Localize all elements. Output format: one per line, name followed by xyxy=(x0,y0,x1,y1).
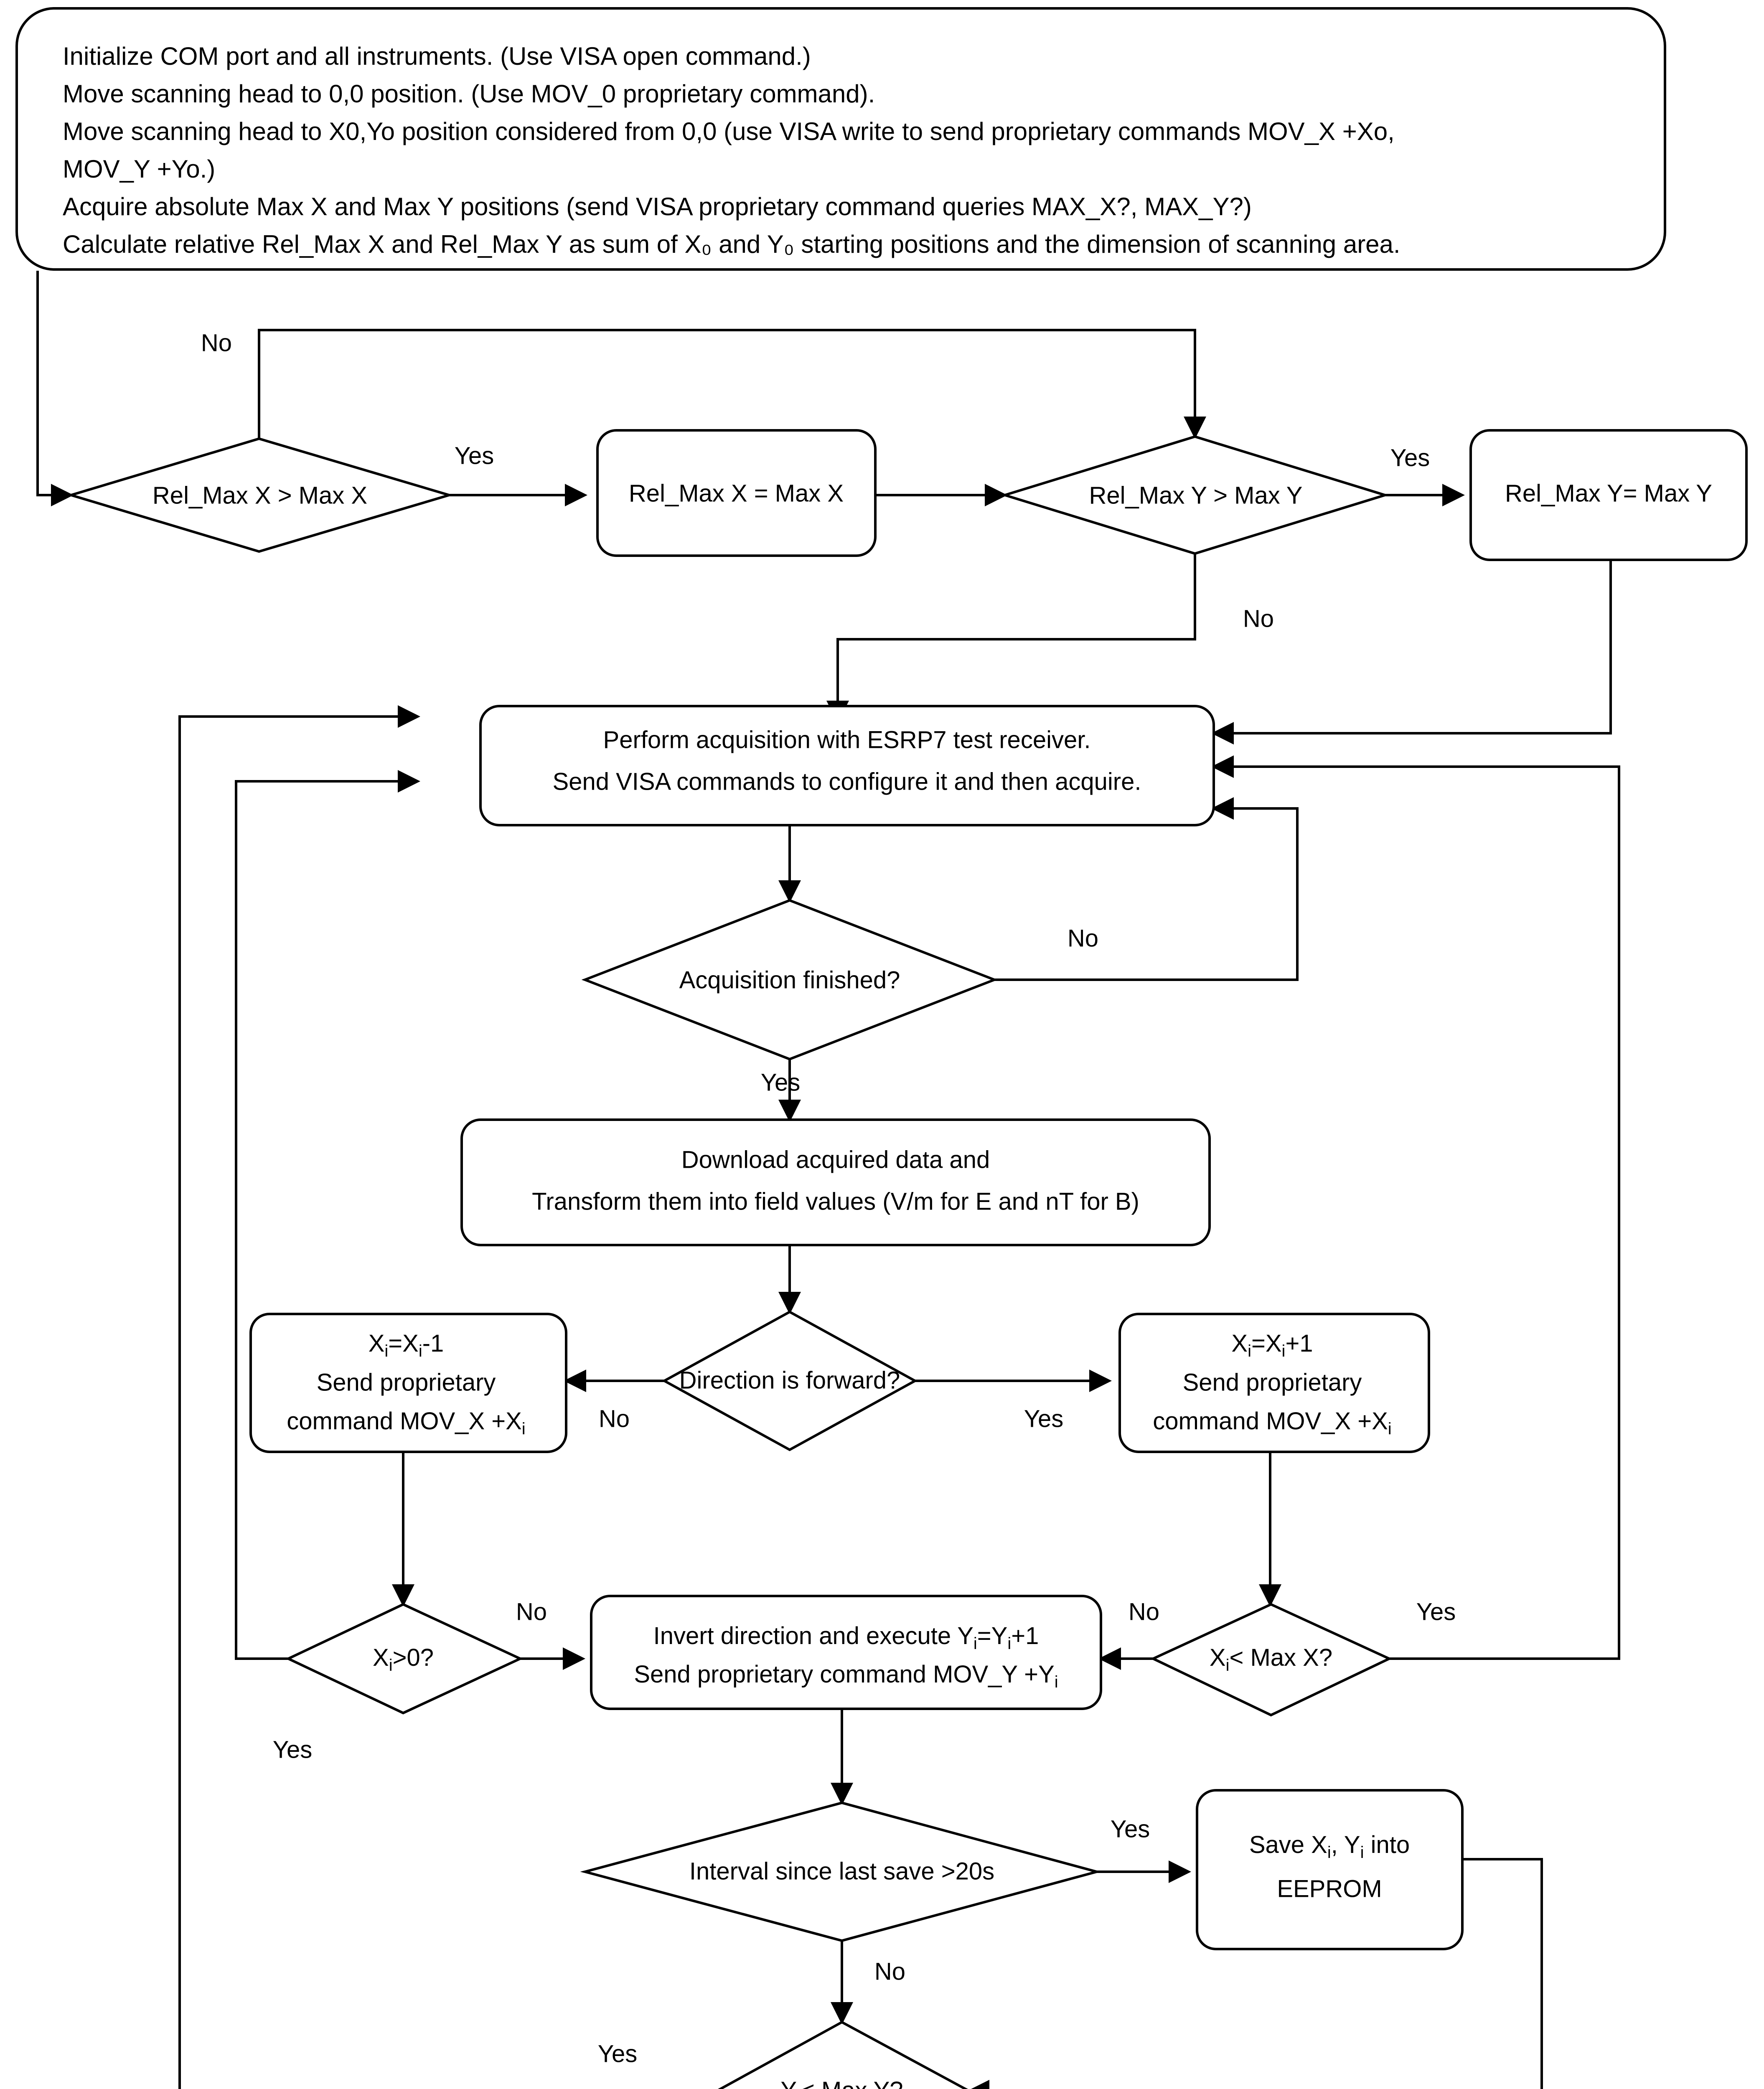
init-line-5: Acquire absolute Max X and Max Y positio… xyxy=(63,193,1252,221)
node-x-decrement-shape xyxy=(249,1313,567,1453)
edge-label-yes-xltmaxx: Yes xyxy=(1416,1598,1456,1625)
node-rel-max-x-eq-shape xyxy=(596,429,877,557)
node-interval-since-save-shape xyxy=(580,1801,1102,1942)
edge-label-no-xltmaxx: No xyxy=(1129,1598,1159,1625)
node-interval-since-save[interactable]: Interval since last save >20s xyxy=(580,1801,1102,1942)
edge-label-no-interval: No xyxy=(874,1958,905,1985)
node-rel-max-y-gt-shape xyxy=(1000,435,1390,555)
conn-xgt0-yes-to-perform xyxy=(235,770,420,1660)
initialization-block-shape xyxy=(15,7,1666,271)
edge-label-no-acq: No xyxy=(1068,925,1098,952)
node-direction-forward-shape xyxy=(661,1310,918,1451)
node-invert-direction[interactable]: Invert direction and execute Yi=Yi+1 Sen… xyxy=(590,1595,1102,1710)
node-invert-direction-shape xyxy=(590,1595,1102,1710)
node-rel-max-y-eq-label: Rel_Max Y= Max Y xyxy=(1505,480,1712,507)
node-rel-max-x-eq[interactable]: Rel_Max X = Max X xyxy=(596,429,877,557)
conn-relmaxyeq-to-perform xyxy=(1211,560,1612,745)
node-acquisition-finished-shape xyxy=(581,899,998,1061)
node-y-less-maxy[interactable]: Yi< Max Y? xyxy=(717,2020,969,2089)
node-x-less-maxx[interactable]: Xi< Max X? xyxy=(1150,1603,1393,1717)
node-x-increment-line2: Send proprietary xyxy=(1183,1369,1362,1396)
node-x-greater-zero-shape xyxy=(285,1603,524,1715)
conn-relmaxy-no-to-perform xyxy=(826,554,1196,723)
node-x-decrement-line1: Xi=Xi-1 xyxy=(369,1330,444,1360)
node-perform-acquisition-line1: Perform acquisition with ESRP7 test rece… xyxy=(603,726,1091,753)
edge-label-yes-yltmaxy: Yes xyxy=(598,2040,638,2067)
node-perform-acquisition[interactable]: Perform acquisition with ESRP7 test rece… xyxy=(479,705,1215,826)
node-save-eeprom-line1: Save Xi, Yi into xyxy=(1249,1831,1410,1861)
edge-label-no-xgt0: No xyxy=(516,1598,547,1625)
node-rel-max-x-gt-label: Rel_Max X > Max X xyxy=(153,482,367,509)
edge-label-yes-xgt0: Yes xyxy=(273,1736,313,1763)
initialization-block: Initialize COM port and all instruments.… xyxy=(15,7,1666,271)
node-rel-max-y-gt[interactable]: Rel_Max Y > Max Y xyxy=(1000,435,1390,555)
node-rel-max-y-eq-shape xyxy=(1469,429,1748,561)
node-x-increment[interactable]: Xi=Xi+1 Send proprietary command MOV_X +… xyxy=(1118,1313,1430,1453)
node-rel-max-x-gt[interactable]: Rel_Max X > Max X xyxy=(66,437,454,553)
node-save-eeprom-line2: EEPROM xyxy=(1277,1875,1382,1902)
node-x-increment-line3: command MOV_X +Xi xyxy=(1153,1408,1391,1438)
node-invert-direction-line2: Send proprietary command MOV_Y +Yi xyxy=(634,1661,1058,1691)
init-line-2: Move scanning head to 0,0 position. (Use… xyxy=(63,80,875,108)
node-download-line2: Transform them into field values (V/m fo… xyxy=(532,1188,1139,1215)
edge-label-no-relmaxy: No xyxy=(1243,605,1274,632)
node-perform-acquisition-line2: Send VISA commands to configure it and t… xyxy=(553,768,1141,795)
node-download-line1: Download acquired data and xyxy=(681,1146,990,1173)
node-x-decrement[interactable]: Xi=Xi-1 Send proprietary command MOV_X +… xyxy=(249,1313,567,1453)
edge-label-yes-direction: Yes xyxy=(1024,1405,1064,1432)
node-x-increment-line1: Xi=Xi+1 xyxy=(1231,1330,1313,1360)
conn-xltmaxx-yes-to-perform xyxy=(1211,755,1620,1660)
node-rel-max-y-eq[interactable]: Rel_Max Y= Max Y xyxy=(1469,429,1748,561)
edge-label-yes-acq: Yes xyxy=(761,1069,801,1096)
node-direction-forward-label: Direction is forward? xyxy=(679,1367,900,1394)
node-save-eeprom[interactable]: Save Xi, Yi into EEPROM xyxy=(1196,1789,1464,1950)
node-invert-direction-line1: Invert direction and execute Yi=Yi+1 xyxy=(653,1622,1039,1652)
node-y-less-maxy-label: Yi< Max Y? xyxy=(780,2077,903,2089)
node-x-decrement-line3: command MOV_X +Xi xyxy=(287,1408,525,1438)
conn-acqfinished-no xyxy=(994,797,1299,981)
conn-relmaxx-no-to-relmaxy xyxy=(258,329,1206,439)
node-save-eeprom-shape xyxy=(1196,1789,1464,1950)
node-y-less-maxy-shape xyxy=(717,2020,968,2089)
edge-label-no-direction: No xyxy=(599,1405,630,1432)
init-line-3: Move scanning head to X0,Yo position con… xyxy=(63,117,1395,145)
node-acquisition-finished-label: Acquisition finished? xyxy=(679,966,900,994)
edge-label-yes-relmaxx: Yes xyxy=(455,442,494,469)
node-x-less-maxx-label: Xi< Max X? xyxy=(1210,1644,1332,1674)
node-download-transform[interactable]: Download acquired data and Transform the… xyxy=(460,1118,1211,1246)
conn-init-to-relmaxx xyxy=(36,271,74,506)
edge-label-yes-relmaxy: Yes xyxy=(1390,444,1430,471)
conn-yltmaxy-yes-to-perform xyxy=(178,705,420,2089)
edge-label-yes-interval: Yes xyxy=(1111,1815,1150,1842)
node-rel-max-x-gt-shape xyxy=(66,437,454,553)
node-x-greater-zero-label: Xi>0? xyxy=(373,1644,434,1674)
node-acquisition-finished[interactable]: Acquisition finished? xyxy=(581,899,998,1061)
conn-save-to-yltmaxy xyxy=(967,1858,1543,2089)
node-rel-max-y-gt-label: Rel_Max Y > Max Y xyxy=(1089,482,1303,509)
node-perform-acquisition-shape xyxy=(479,705,1215,826)
edge-label-no-relmaxx: No xyxy=(201,329,232,356)
node-x-greater-zero[interactable]: Xi>0? xyxy=(285,1603,524,1715)
node-x-less-maxx-shape xyxy=(1150,1603,1393,1717)
node-x-decrement-line2: Send proprietary xyxy=(317,1369,496,1396)
init-line-6: Calculate relative Rel_Max X and Rel_Max… xyxy=(63,230,1401,258)
node-x-increment-shape xyxy=(1118,1313,1430,1453)
node-download-transform-shape xyxy=(460,1118,1211,1246)
init-line-4: MOV_Y +Yo.) xyxy=(63,155,215,183)
node-direction-forward[interactable]: Direction is forward? xyxy=(661,1310,918,1451)
node-rel-max-x-eq-label: Rel_Max X = Max X xyxy=(629,480,844,507)
node-interval-since-save-label: Interval since last save >20s xyxy=(689,1858,994,1885)
init-line-1: Initialize COM port and all instruments.… xyxy=(63,42,811,70)
